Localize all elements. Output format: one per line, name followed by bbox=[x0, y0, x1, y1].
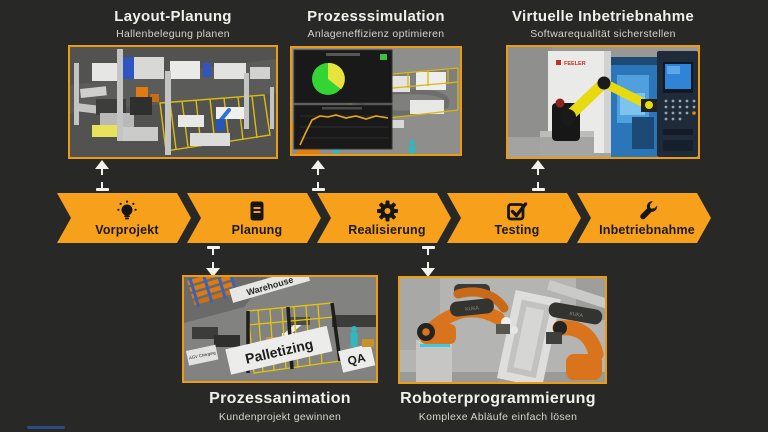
feature-label-prozessanimation: Prozessanimation Kundenprojekt gewinnen bbox=[174, 390, 386, 423]
connector-planung-animation bbox=[205, 246, 221, 277]
step-label: Planung bbox=[231, 222, 283, 237]
video-progress-sliver bbox=[27, 426, 65, 429]
step-vorprojekt: Vorprojekt bbox=[57, 193, 191, 243]
wrench-icon bbox=[636, 200, 659, 222]
process-step-band: Vorprojekt Planung bbox=[57, 193, 711, 243]
thumbnail-virtuelle-inbetriebnahme: FEELER bbox=[506, 45, 700, 159]
step-inbetriebnahme: Inbetriebnahme bbox=[577, 193, 711, 243]
qa-floor-label: QA bbox=[346, 350, 367, 368]
connector-realisierung-roboter bbox=[420, 246, 436, 277]
feature-subtitle: Hallenbelegung planen bbox=[116, 28, 230, 41]
gear-icon bbox=[376, 200, 399, 222]
kuka-logo-text: KUKA bbox=[465, 305, 480, 312]
arrow-up-icon bbox=[311, 160, 325, 169]
thumbnail-roboterprogrammierung: KUKA KUKA bbox=[398, 276, 607, 384]
feature-title: Prozesssimulation bbox=[307, 8, 445, 25]
feature-subtitle: Anlageneffizienz optimieren bbox=[307, 28, 445, 41]
arrow-up-icon bbox=[531, 160, 545, 169]
checkbox-icon bbox=[506, 200, 529, 222]
connector-testing-commissioning bbox=[530, 160, 546, 191]
step-label: Testing bbox=[494, 222, 540, 237]
lightbulb-icon bbox=[115, 200, 139, 222]
simulation-scene bbox=[292, 48, 460, 154]
feature-subtitle: Softwarequalität sicherstellen bbox=[530, 28, 676, 41]
factory-layout-scene bbox=[70, 47, 276, 157]
feature-label-layout-planung: Layout-Planung Hallenbelegung planen bbox=[68, 8, 278, 40]
step-label: Inbetriebnahme bbox=[599, 222, 695, 237]
agv-charging-floor-label: AGV Charging bbox=[189, 350, 217, 361]
feature-title: Roboterprogrammierung bbox=[400, 390, 596, 407]
step-planung: Planung bbox=[187, 193, 321, 243]
kuka-logo-text: KUKA bbox=[569, 311, 584, 319]
feature-label-prozesssimulation: Prozesssimulation Anlageneffizienz optim… bbox=[278, 8, 474, 40]
thumbnail-prozessanimation: Warehouse AGV Charging bbox=[182, 275, 378, 383]
palletizing-scene: Warehouse AGV Charging bbox=[184, 277, 376, 381]
feature-subtitle: Komplexe Abläufe einfach lösen bbox=[418, 411, 578, 424]
step-label: Vorprojekt bbox=[95, 222, 159, 237]
feature-subtitle: Kundenprojekt gewinnen bbox=[218, 411, 342, 424]
document-icon bbox=[246, 200, 268, 222]
feeler-logo-text: FEELER bbox=[564, 61, 586, 67]
feature-title: Layout-Planung bbox=[114, 8, 232, 25]
connector-realisierung-simulation bbox=[310, 160, 326, 191]
arrow-up-icon bbox=[95, 160, 109, 169]
thumbnail-layout-planung bbox=[68, 45, 278, 159]
step-testing: Testing bbox=[447, 193, 581, 243]
feature-title: Prozessanimation bbox=[209, 390, 351, 407]
connector-vorprojekt-layout bbox=[94, 160, 110, 191]
arrow-down-icon bbox=[206, 268, 220, 277]
arrow-down-icon bbox=[421, 268, 435, 277]
feature-label-virtuelle-inbetriebnahme: Virtuelle Inbetriebnahme Softwarequalitä… bbox=[496, 8, 710, 40]
step-label: Realisierung bbox=[348, 222, 426, 237]
feature-title: Virtuelle Inbetriebnahme bbox=[512, 8, 694, 25]
virtual-commissioning-scene: FEELER bbox=[508, 47, 698, 157]
feature-label-roboterprogrammierung: Roboterprogrammierung Komplexe Abläufe e… bbox=[378, 390, 618, 423]
thumbnail-prozesssimulation bbox=[290, 46, 462, 156]
kuka-robot-scene: KUKA KUKA bbox=[400, 278, 605, 382]
step-realisierung: Realisierung bbox=[317, 193, 451, 243]
